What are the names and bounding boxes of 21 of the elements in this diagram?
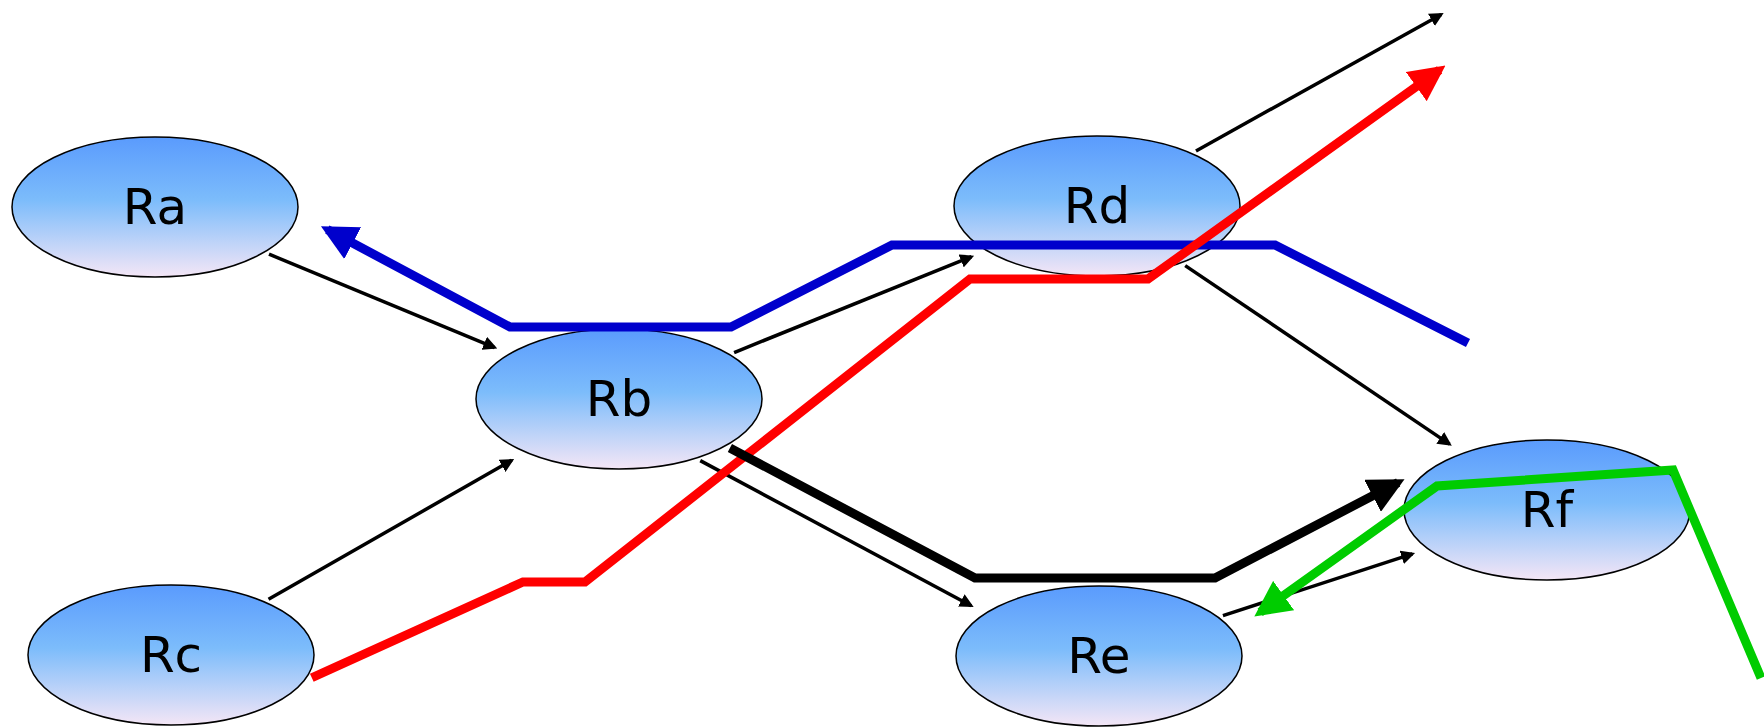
arrow bbox=[733, 254, 975, 355]
node-label: Ra bbox=[122, 178, 188, 236]
node-label: Rd bbox=[1063, 177, 1131, 235]
router-ellipse bbox=[1403, 439, 1691, 581]
node-label: Rc bbox=[139, 626, 203, 684]
router-ellipse bbox=[11, 136, 299, 278]
router-ellipse bbox=[953, 135, 1241, 277]
router-ellipse bbox=[955, 585, 1243, 727]
arrow bbox=[320, 225, 1471, 347]
node-label: Rf bbox=[1520, 481, 1574, 539]
node-label: Re bbox=[1067, 627, 1131, 685]
arrow bbox=[267, 458, 515, 601]
arrow bbox=[727, 444, 1405, 583]
arrow bbox=[1254, 465, 1764, 680]
router-ellipse bbox=[27, 584, 315, 726]
arrow bbox=[1195, 12, 1444, 153]
arrow bbox=[699, 459, 974, 608]
arrow bbox=[1184, 264, 1452, 446]
node-label: Rb bbox=[585, 370, 653, 428]
arrow bbox=[309, 65, 1446, 682]
arrow bbox=[268, 252, 498, 350]
